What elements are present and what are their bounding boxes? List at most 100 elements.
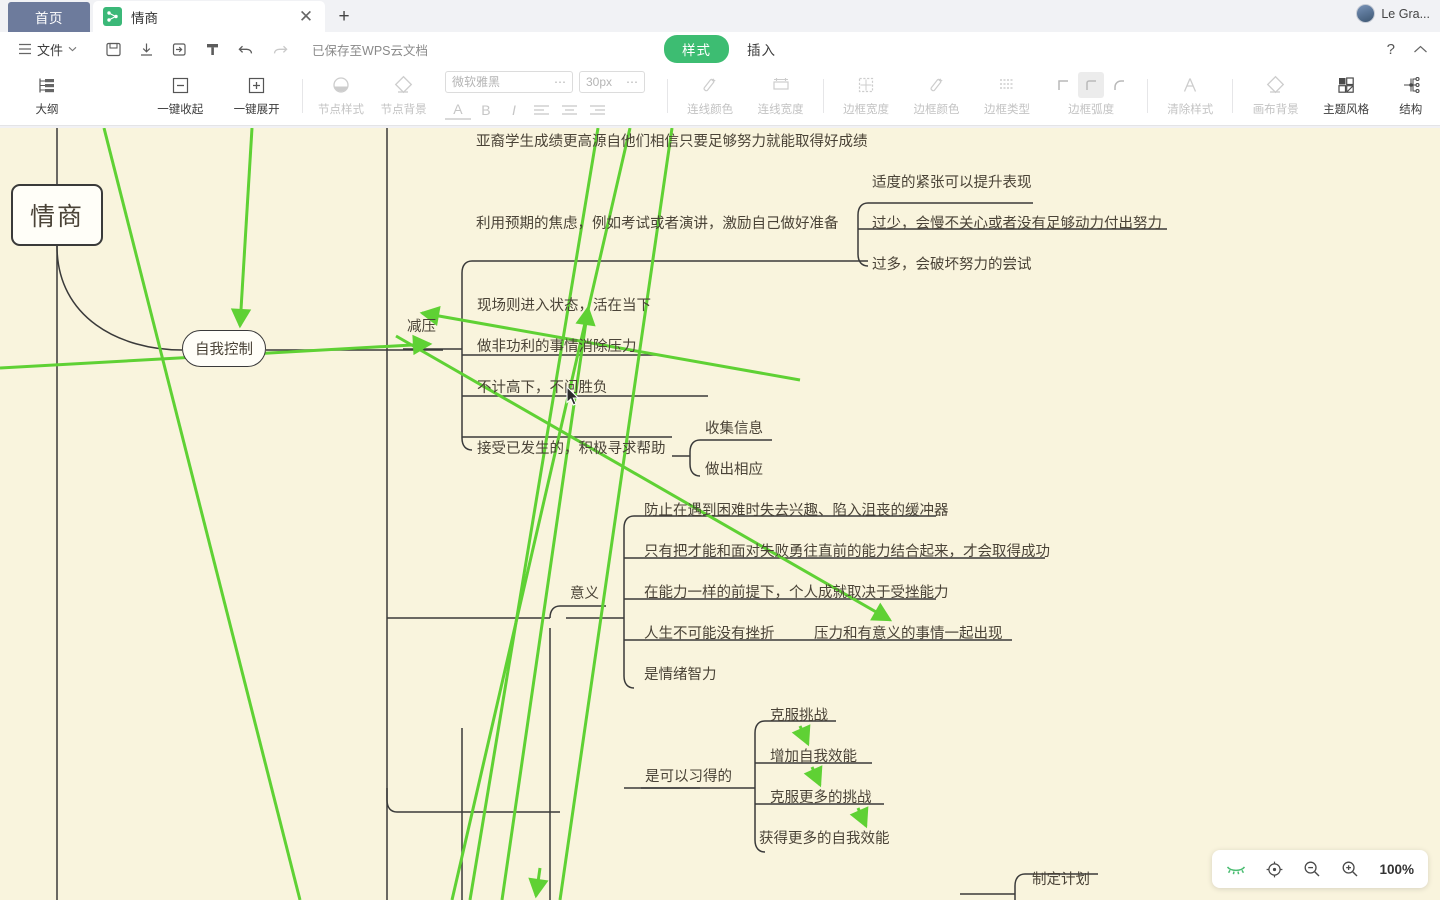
align-right-button[interactable] [585,99,611,121]
mindmap-node[interactable]: 防止在遇到困难时失去兴趣、陷入沮丧的缓冲器 [644,503,949,519]
menu-strip: 文件 已保 [0,32,1440,66]
line-width-button[interactable]: 连线宽度 [745,69,815,123]
zoom-control: 100% [1212,850,1428,888]
border-type-label: 边框类型 [983,104,1030,116]
mindmap-node[interactable]: 现场则进入状态，活在当下 [477,298,651,314]
canvas-background-icon [1266,74,1286,96]
plus-icon[interactable]: + [338,6,350,27]
mindmap-node[interactable]: 接受已发生的，积极寻求帮助 [477,441,666,457]
line-color-button[interactable]: 连线颜色 [675,69,745,123]
close-icon[interactable]: ✕ [298,7,314,26]
bold-button[interactable]: B [473,99,499,121]
save-button[interactable] [98,36,129,62]
format-row: A B I [444,99,611,121]
mindmap-node[interactable]: 获得更多的自我效能 [759,831,890,847]
mindmap-node[interactable]: 增加自我效能 [770,749,857,765]
user-account[interactable]: Le Gra... [1356,4,1430,23]
canvas-background-button[interactable]: 画布背景 [1240,69,1310,123]
tab-document[interactable]: 情商 ✕ [93,1,325,32]
minus-box-icon [171,74,190,96]
align-left-button[interactable] [529,99,555,121]
mindmap-node[interactable]: 克服挑战 [770,708,828,724]
mindmap-node[interactable]: 利用预期的焦虑，例如考试或者演讲，激励自己做好准备 [476,216,839,232]
mindmap-node[interactable]: 不计高下，不问胜负 [477,380,608,396]
mindmap-node[interactable]: 制定计划 [1032,872,1090,888]
mindmap-icon [103,7,122,26]
mindmap-node[interactable]: 是情绪智力 [644,667,717,683]
font-name-value: 微软雅黑 [451,75,500,89]
zoom-in-icon[interactable] [1341,860,1359,878]
mindmap-node[interactable]: 做出相应 [705,462,763,478]
mindmap-node[interactable]: 亚裔学生成绩更高源自他们相信只要足够努力就能取得好成绩 [476,134,868,150]
text-color-button[interactable]: A [444,100,471,120]
export-button[interactable] [164,36,195,62]
tab-document-label: 情商 [131,10,158,26]
node-style-button[interactable]: 节点样式 [310,69,373,123]
node-style-label: 节点样式 [318,104,365,116]
download-button[interactable] [131,36,162,62]
tab-home[interactable]: 首页 [8,2,90,32]
center-target-icon[interactable] [1266,861,1283,878]
mindmap-root-node[interactable]: 情商 [11,184,103,246]
theme-style-button[interactable]: 主题风格 [1311,69,1381,123]
italic-glyph: I [512,101,516,118]
border-radius-options [1050,72,1132,98]
mindmap-node[interactable]: 适度的紧张可以提升表现 [872,175,1032,191]
mindmap-node[interactable]: 压力和有意义的事情一起出现 [814,626,1003,642]
file-menu[interactable]: 文件 [11,36,84,62]
redo-button[interactable] [264,36,296,62]
mindmap-branch-label[interactable]: 是可以习得的 [645,769,732,785]
ellipsis-icon: ⋯ [553,74,566,89]
corner-rounded-icon[interactable] [1078,72,1105,98]
mindmap-branch-label[interactable]: 减压 [407,319,436,335]
border-type-icon [997,74,1017,96]
expand-all-button[interactable]: 一键展开 [218,69,294,123]
border-width-label: 边框宽度 [843,104,890,116]
font-size-input[interactable]: 30px ⋯ [578,70,645,93]
align-center-button[interactable] [557,99,583,121]
mindmap-node[interactable]: 过少，会慢不关心或者没有足够动力付出努力 [872,216,1162,232]
align-center-icon [562,105,578,115]
structure-button[interactable]: 结构 [1381,69,1440,123]
italic-button[interactable]: I [501,99,527,121]
help-icon[interactable]: ? [1386,40,1395,58]
mindmap-node[interactable]: 过多，会破坏努力的尝试 [872,257,1032,273]
ellipsis-icon: ⋯ [625,74,638,89]
mindmap-node[interactable]: 只有把才能和面对失败勇往直前的能力结合起来，才会取得成功 [644,544,1050,560]
border-width-button[interactable]: 边框宽度 [831,69,901,123]
mindmap-node[interactable]: 人生不可能没有挫折 [644,626,775,642]
align-left-icon [534,105,550,115]
border-color-button[interactable]: 边框颜色 [901,69,971,123]
node-background-button[interactable]: 节点背景 [372,69,435,123]
mindmap-node-self-control[interactable]: 自我控制 [182,330,266,367]
font-name-input[interactable]: 微软雅黑 ⋯ [444,70,573,93]
line-color-icon [700,74,720,96]
format-painter-button[interactable] [197,36,228,62]
chevron-up-icon[interactable] [1413,45,1428,54]
collapse-all-button[interactable]: 一键收起 [142,69,218,123]
tab-style[interactable]: 样式 [664,35,729,63]
line-width-icon [771,74,791,96]
divider [1147,78,1149,113]
browser-tab-bar: 首页 情商 ✕ + Le Gra... [0,0,1440,32]
user-name: Le Gra... [1381,6,1430,21]
mindmap-node[interactable]: 在能力一样的前提下，个人成就取决于受挫能力 [644,585,949,601]
clear-style-button[interactable]: 清除样式 [1155,69,1225,123]
divider [666,78,668,113]
border-radius-group[interactable]: 边框弧度 [1042,69,1140,123]
undo-button[interactable] [230,36,262,62]
structure-icon [1401,74,1421,96]
mindmap-canvas[interactable]: 情商 自我控制 亚裔学生成绩更高源自他们相信只要足够努力就能取得好成绩 利用预期… [0,128,1440,900]
hide-relation-icon[interactable] [1226,863,1246,875]
outline-button[interactable]: 大纲 [4,69,90,123]
border-type-button[interactable]: 边框类型 [972,69,1042,123]
zoom-out-icon[interactable] [1303,860,1321,878]
mindmap-node[interactable]: 收集信息 [705,421,763,437]
mindmap-branch-label[interactable]: 意义 [570,586,599,602]
theme-style-label: 主题风格 [1323,104,1370,116]
mindmap-node[interactable]: 克服更多的挑战 [770,790,872,806]
tab-insert[interactable]: 插入 [747,43,776,58]
mindmap-node[interactable]: 做非功利的事情消除压力 [477,339,637,355]
corner-round-icon[interactable] [1106,72,1132,98]
corner-square-icon[interactable] [1050,72,1076,98]
